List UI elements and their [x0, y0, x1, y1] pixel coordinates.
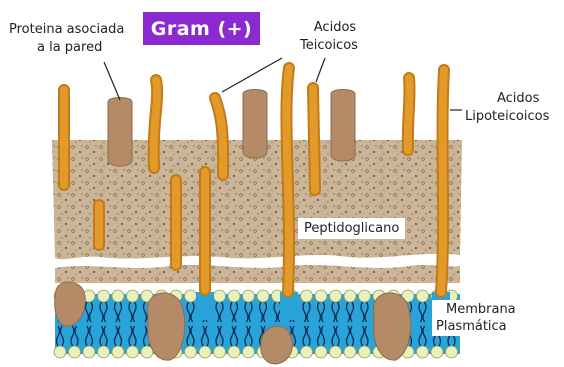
- leader-line: [104, 62, 120, 100]
- leader-line: [316, 58, 325, 82]
- lipid-head: [98, 346, 110, 358]
- membrane-protein: [374, 293, 411, 360]
- lipid-head: [257, 290, 269, 302]
- lipid-head: [214, 346, 226, 358]
- lipid-head: [98, 290, 110, 302]
- gram-positive-title: Gram (+): [143, 12, 260, 45]
- membrane-channel: [196, 292, 214, 320]
- lipid-head: [127, 346, 139, 358]
- wall-protein-label-line1: Proteina asociada: [9, 21, 124, 39]
- wall-protein-label-line2: a la pared: [9, 39, 124, 57]
- lipid-head: [330, 346, 342, 358]
- membrane-label-line1: Membrana: [436, 301, 534, 318]
- lipid-head: [330, 290, 342, 302]
- lipid-head: [228, 290, 240, 302]
- lipoteichoic-label-line1: Acidos: [465, 90, 549, 108]
- lipid-head: [446, 346, 458, 358]
- lipid-head: [199, 346, 211, 358]
- wall-lower-band: [55, 265, 460, 283]
- lipid-head: [185, 346, 197, 358]
- lipid-head: [315, 346, 327, 358]
- lipid-head: [301, 346, 313, 358]
- membrane-label: Membrana Plasmática: [432, 300, 538, 336]
- lipid-head: [185, 290, 197, 302]
- lipid-head: [344, 290, 356, 302]
- leader-line: [222, 58, 282, 92]
- lipid-head: [431, 346, 443, 358]
- lipid-head: [344, 346, 356, 358]
- lipid-head: [228, 346, 240, 358]
- lipoteichoic-acids-label: Acidos Lipoteicoicos: [465, 90, 549, 126]
- lipid-head: [112, 346, 124, 358]
- lipid-head: [417, 290, 429, 302]
- lipoteichoic-label-line2: Lipoteicoicos: [465, 108, 549, 126]
- lipid-head: [417, 346, 429, 358]
- lipid-head: [69, 346, 81, 358]
- wall-protein-label: Proteina asociada a la pared: [9, 21, 124, 57]
- lipid-head: [315, 290, 327, 302]
- lipid-head: [301, 290, 313, 302]
- membrane-protein: [261, 326, 293, 364]
- lipid-head: [214, 290, 226, 302]
- peptidoglycan-label: Peptidoglicano: [298, 218, 405, 239]
- wall-protein: [331, 90, 355, 162]
- teichoic-acids-label: Acidos Teicoicos: [300, 19, 358, 55]
- wall-protein: [243, 90, 267, 159]
- teichoic-label-line1: Acidos: [300, 19, 358, 37]
- lipid-head: [54, 346, 66, 358]
- wall-protein: [108, 98, 132, 167]
- membrane-protein: [148, 293, 185, 360]
- lipid-head: [243, 346, 255, 358]
- membrane-label-line2: Plasmática: [436, 318, 534, 335]
- lipid-head: [112, 290, 124, 302]
- lipid-head: [359, 346, 371, 358]
- lipid-head: [243, 290, 255, 302]
- lipid-head: [359, 290, 371, 302]
- lipid-head: [83, 346, 95, 358]
- lipid-head: [127, 290, 139, 302]
- teichoic-label-line2: Teicoicos: [300, 37, 358, 55]
